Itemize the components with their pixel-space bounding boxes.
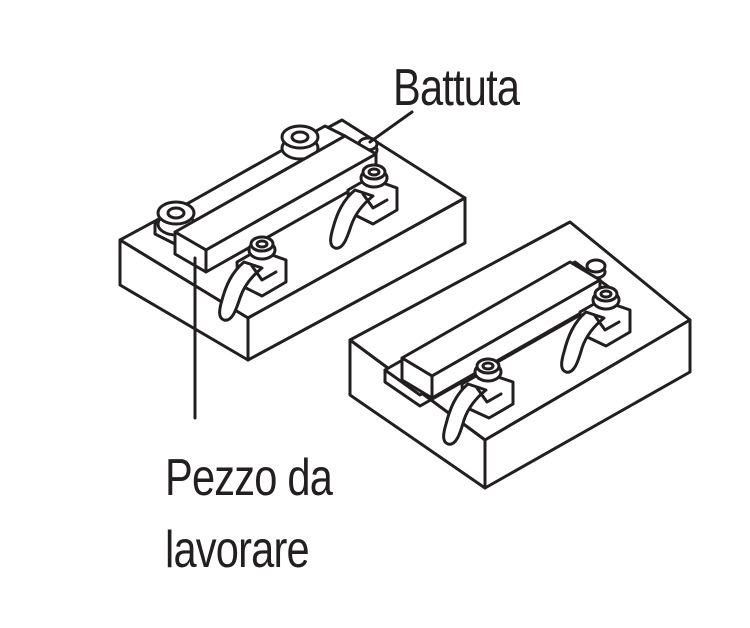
right-clamp-front — [442, 357, 515, 446]
left-hole-back — [280, 124, 320, 161]
right-clamp-back — [560, 285, 632, 374]
workpiece-label-line2: lavorare — [165, 521, 310, 579]
workpiece-label-line1: Pezzo da — [165, 449, 333, 507]
left-clamp-front — [218, 235, 288, 322]
left-clamp-back — [329, 163, 399, 250]
right-workpiece-bar — [400, 260, 602, 400]
stop-leader-line — [368, 110, 414, 144]
stop-label: Battuta — [393, 59, 520, 117]
